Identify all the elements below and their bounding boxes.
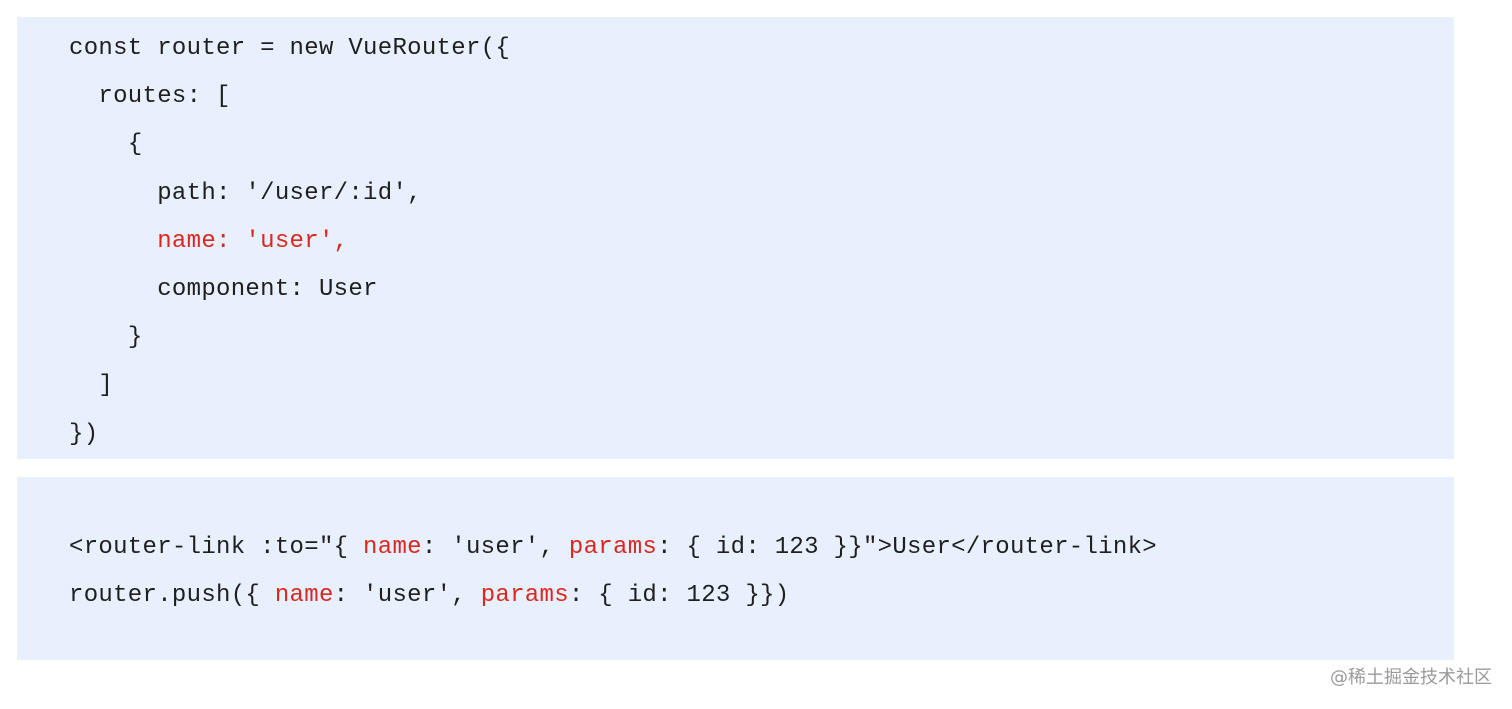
code-line: const router = new VueRouter({ <box>69 34 510 64</box>
code-indent <box>69 276 157 303</box>
code-block-router-usage: <router-link :to="{ name: 'user', params… <box>17 477 1454 660</box>
code-token-highlight: params <box>480 582 569 609</box>
code-token: const router = new VueRouter({ <box>69 35 511 62</box>
code-token: } <box>127 324 143 352</box>
code-token: : 'user', <box>333 582 481 609</box>
code-token: : { id: 123 }}) <box>568 582 790 609</box>
code-token: router.push({ <box>69 582 275 609</box>
code-line: router.push({ name: 'user', params: { id… <box>69 581 789 611</box>
code-indent <box>69 228 157 255</box>
code-line: ] <box>69 371 113 401</box>
code-token: <router-link :to="{ <box>69 534 364 561</box>
code-indent <box>69 324 128 351</box>
code-token: path: '/user/:id', <box>157 179 422 207</box>
code-token: : { id: 123 }}">User</router-link> <box>657 534 1157 561</box>
code-token: component: User <box>157 276 378 303</box>
code-token-highlight: name: 'user', <box>157 227 349 255</box>
code-token-highlight: name <box>363 534 422 561</box>
code-line: name: 'user', <box>69 227 348 257</box>
code-line: <router-link :to="{ name: 'user', params… <box>69 533 1157 563</box>
code-line: { <box>69 130 143 160</box>
code-token-highlight: name <box>274 582 334 609</box>
code-token: ] <box>98 372 114 400</box>
code-indent <box>69 83 98 110</box>
code-indent <box>69 180 157 207</box>
code-line: }) <box>69 420 98 450</box>
code-token: : 'user', <box>421 534 569 561</box>
watermark-text: @稀土掘金技术社区 <box>1330 667 1492 688</box>
code-line: routes: [ <box>69 82 231 112</box>
code-token-highlight: params <box>568 534 658 561</box>
code-indent <box>69 131 128 158</box>
code-block-router-config: const router = new VueRouter({ routes: [… <box>17 17 1454 459</box>
code-line: path: '/user/:id', <box>69 179 422 209</box>
code-line: component: User <box>69 275 378 305</box>
code-token: { <box>127 131 143 159</box>
code-token: routes: [ <box>98 83 231 111</box>
code-line: } <box>69 323 143 353</box>
code-indent <box>69 372 98 399</box>
code-token: }) <box>69 420 99 448</box>
